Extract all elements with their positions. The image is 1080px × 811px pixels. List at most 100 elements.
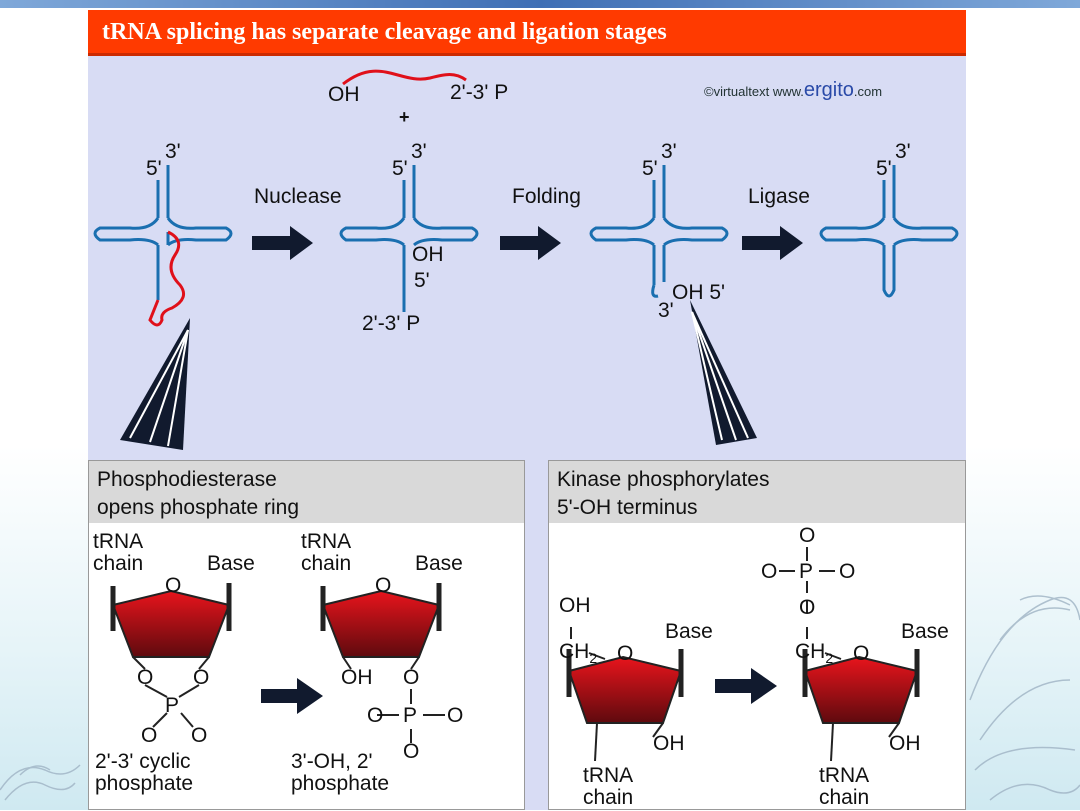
right-ch2-1-text: CH — [559, 640, 590, 663]
credit-line: ©virtualtext www.ergito.com — [704, 79, 882, 102]
credit-brand: ergito — [803, 79, 854, 101]
right-ch2-2-sub: 2 — [825, 650, 834, 667]
left-o-d: O — [191, 724, 208, 747]
left-caption2-line1: 3'-OH, 2' — [291, 750, 373, 773]
right-o-right: O — [839, 560, 856, 583]
right-ring2-o: O — [853, 642, 870, 665]
panel-left-heading-line1: Phosphodiesterase — [97, 468, 277, 491]
left-oh: OH — [341, 666, 373, 689]
right-ring1-o: O — [617, 642, 634, 665]
trna3-3prime: 3' — [661, 140, 677, 163]
trna4-3prime: 3' — [895, 140, 911, 163]
right-p: P — [799, 560, 814, 583]
arrow-phosphodiesterase — [261, 678, 323, 714]
right-base1: Base — [665, 620, 713, 643]
trna1-3prime: 3' — [165, 140, 181, 163]
right-o-left: O — [761, 560, 778, 583]
intron-loop — [148, 230, 186, 327]
step-label-folding: Folding — [512, 185, 581, 208]
right-o-top: O — [799, 524, 816, 547]
arrow-kinase — [715, 668, 777, 704]
right-chain2: chain — [819, 786, 870, 809]
ribose-ring-2 — [321, 589, 441, 658]
intron-p-label: 2'-3' P — [450, 81, 509, 104]
trna-folded — [589, 165, 729, 298]
right-oh-3: OH — [889, 732, 921, 755]
intron-oh-label: OH — [328, 83, 360, 106]
left-trna1: tRNA — [93, 530, 144, 553]
trna-mature — [819, 165, 959, 298]
panel-phosphodiesterase: Phosphodiesterase opens phosphate ring t… — [88, 460, 525, 810]
right-trna2: tRNA — [819, 764, 870, 787]
left-caption1-line1: 2'-3' cyclic — [95, 750, 191, 773]
credit-suffix: .com — [853, 84, 883, 99]
left-p: P — [165, 694, 180, 717]
left-panel-structures — [110, 583, 445, 743]
right-o-bridge: O — [799, 596, 816, 619]
left-ring1-o: O — [165, 574, 182, 597]
ribose-ring-3 — [567, 655, 683, 724]
zoom-wedge-right-lines — [691, 311, 749, 441]
panel-right-heading-line1: Kinase phosphorylates — [557, 468, 770, 491]
left-o-b: O — [193, 666, 210, 689]
right-base2: Base — [901, 620, 949, 643]
trna3-3prime-end: 3' — [658, 299, 674, 322]
trna2-2-3-p: 2'-3' P — [362, 312, 421, 335]
left-caption2-line2: phosphate — [291, 772, 390, 795]
left-caption1-line2: phosphate — [95, 772, 194, 795]
step-label-ligase: Ligase — [748, 185, 810, 208]
left-p2: P — [403, 704, 418, 727]
top-accent-bar — [0, 0, 1080, 8]
excised-intron — [342, 69, 467, 86]
slide-title: tRNA splicing has separate cleavage and … — [102, 19, 667, 45]
left-o-e: O — [403, 666, 420, 689]
title-bar: tRNA splicing has separate cleavage and … — [88, 10, 966, 56]
panel-kinase: Kinase phosphorylates 5'-OH terminus OH … — [548, 460, 966, 810]
right-ch2-2-text: CH — [795, 640, 826, 663]
right-trna1: tRNA — [583, 764, 634, 787]
right-ch2-1-sub: 2 — [589, 650, 598, 667]
trna3-oh5: OH 5' — [672, 281, 726, 304]
trna4-5prime: 5' — [876, 157, 892, 180]
left-o-a: O — [137, 666, 154, 689]
left-o-c: O — [141, 724, 158, 747]
trna2-5prime-end: 5' — [414, 269, 430, 292]
zoom-wedge-left-lines — [129, 329, 189, 447]
right-oh-2: OH — [653, 732, 685, 755]
arrow-folding — [500, 226, 561, 260]
right-ch2-1: CH2 — [559, 641, 597, 665]
left-ring2-o: O — [375, 574, 392, 597]
panel-left-heading-line2: opens phosphate ring — [97, 496, 299, 519]
right-oh-1: OH — [559, 594, 591, 617]
left-chain1: chain — [93, 552, 144, 575]
trna2-3prime: 3' — [411, 140, 427, 163]
trna2-5prime: 5' — [392, 157, 408, 180]
trna-precursor — [93, 165, 233, 300]
trna1-5prime: 5' — [146, 157, 162, 180]
trna2-oh: OH — [412, 243, 444, 266]
panel-right-heading-line2: 5'-OH terminus — [557, 496, 698, 519]
right-chain1: chain — [583, 786, 634, 809]
left-o-h: O — [403, 740, 420, 763]
step-label-nuclease: Nuclease — [254, 185, 342, 208]
trna3-5prime: 5' — [642, 157, 658, 180]
left-o-g: O — [447, 704, 464, 727]
panel-right-heading: Kinase phosphorylates 5'-OH terminus — [549, 461, 965, 523]
zoom-wedge-right — [690, 300, 757, 445]
left-base2: Base — [415, 552, 463, 575]
credit-prefix: ©virtualtext www. — [704, 84, 804, 99]
plus-sign: + — [399, 107, 410, 127]
left-trna2: tRNA — [301, 530, 352, 553]
left-chain2: chain — [301, 552, 352, 575]
panel-left-heading: Phosphodiesterase opens phosphate ring — [89, 461, 524, 523]
ribose-ring-4 — [803, 655, 919, 724]
ribose-ring-1 — [111, 589, 231, 658]
right-ch2-2: CH2 — [795, 641, 833, 665]
trna-cleaved — [339, 165, 479, 312]
arrow-nuclease — [252, 226, 313, 260]
left-base1: Base — [207, 552, 255, 575]
arrow-ligase — [742, 226, 803, 260]
left-o-f: O — [367, 704, 384, 727]
right-panel-structures — [566, 547, 920, 762]
